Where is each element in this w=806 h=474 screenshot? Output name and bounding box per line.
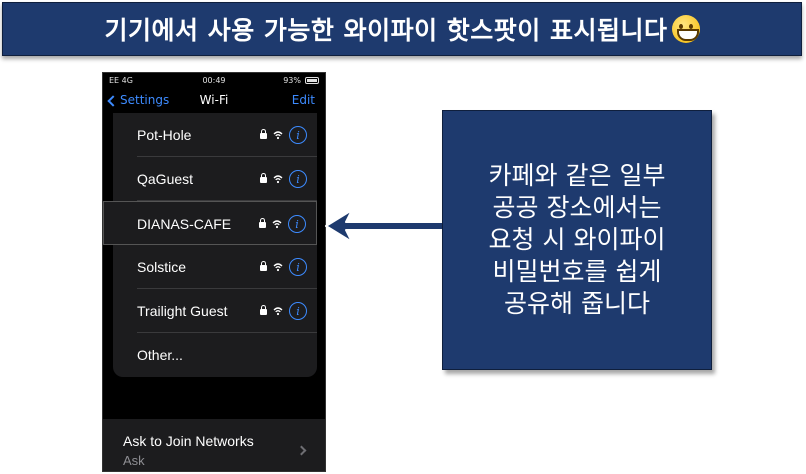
back-button[interactable]: Settings xyxy=(107,93,170,107)
edit-button[interactable]: Edit xyxy=(291,93,315,107)
battery-icon xyxy=(305,77,319,84)
wifi-icon xyxy=(273,307,283,316)
ask-to-join-row[interactable]: Ask to Join Networks Ask xyxy=(103,419,325,471)
network-name: Solstice xyxy=(137,259,187,275)
wifi-icon xyxy=(273,131,283,140)
row-divider xyxy=(137,200,317,201)
lock-icon xyxy=(260,305,267,315)
ask-to-join-value: Ask xyxy=(123,453,145,468)
network-row-dianas-cafe[interactable]: DIANAS-CAFE i xyxy=(103,201,317,245)
header-banner: 기기에서 사용 가능한 와이파이 핫스팟이 표시됩니다 xyxy=(2,2,802,56)
callout-box: 카페와 같은 일부 공공 장소에서는 요청 시 와이파이 비밀번호를 쉽게 공유… xyxy=(442,110,712,370)
wifi-icon xyxy=(272,220,282,229)
chevron-right-icon xyxy=(296,445,307,456)
row-divider xyxy=(137,332,317,333)
network-row-pot-hole[interactable]: Pot-Hole i xyxy=(113,113,317,157)
info-icon[interactable]: i xyxy=(289,302,307,320)
lock-icon xyxy=(260,129,267,139)
network-row-qaguest[interactable]: QaGuest i xyxy=(113,157,317,201)
banner-title: 기기에서 사용 가능한 와이파이 핫스팟이 표시됩니다 xyxy=(104,16,668,45)
back-label: Settings xyxy=(120,93,170,107)
lock-icon xyxy=(260,173,267,183)
carrier-label: EE 4G xyxy=(109,76,133,85)
callout-text: 카페와 같은 일부 공공 장소에서는 요청 시 와이파이 비밀번호를 쉽게 공유… xyxy=(488,161,666,318)
grinning-face-icon xyxy=(671,15,700,43)
other-network-label: Other... xyxy=(137,347,183,363)
network-row-other[interactable]: Other... xyxy=(113,333,317,377)
network-name: DIANAS-CAFE xyxy=(137,216,232,232)
ask-to-join-title: Ask to Join Networks xyxy=(123,433,254,449)
wifi-icon xyxy=(273,263,283,272)
row-divider xyxy=(137,288,317,289)
nav-bar: Settings Wi-Fi Edit xyxy=(103,89,325,113)
network-name: Pot-Hole xyxy=(137,127,192,143)
info-icon[interactable]: i xyxy=(289,258,307,276)
pointer-arrow-icon xyxy=(325,209,445,243)
page-title: Wi-Fi xyxy=(199,93,229,107)
lock-icon xyxy=(260,261,267,271)
network-name: Trailight Guest xyxy=(137,303,228,319)
network-row-trailight-guest[interactable]: Trailight Guest i xyxy=(113,289,317,333)
network-name: QaGuest xyxy=(137,171,194,187)
clock-label: 00:49 xyxy=(202,76,226,85)
lock-icon xyxy=(259,218,266,228)
info-icon[interactable]: i xyxy=(288,215,306,233)
wifi-icon xyxy=(273,175,283,184)
phone-screenshot: EE 4G 00:49 93% Settings Wi-Fi Edit Pot-… xyxy=(102,72,326,472)
info-icon[interactable]: i xyxy=(289,126,307,144)
status-bar: EE 4G 00:49 93% xyxy=(103,73,325,89)
network-list: Pot-Hole i QaGuest i DIANAS-CAFE i Solst… xyxy=(103,113,317,377)
network-row-solstice[interactable]: Solstice i xyxy=(113,245,317,289)
battery-percent: 93% xyxy=(283,76,301,85)
info-icon[interactable]: i xyxy=(289,170,307,188)
row-divider xyxy=(137,156,317,157)
